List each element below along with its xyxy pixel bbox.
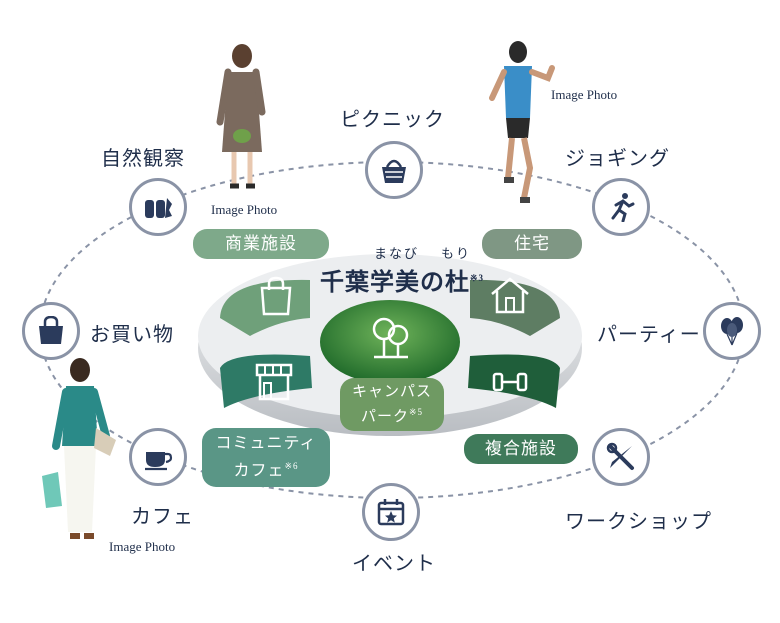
coffee-cup-icon	[145, 452, 173, 471]
tools-icon	[606, 442, 634, 470]
storefront-icon	[255, 363, 293, 401]
caption-girl: Image Photo	[211, 202, 278, 217]
pill-commercial: 商業施設	[193, 229, 329, 259]
trees-icon	[372, 317, 409, 359]
woman-photo	[42, 358, 116, 539]
event-circle	[362, 483, 420, 541]
pill-campus-park: キャンパス パーク※5	[340, 378, 444, 431]
center-title: 千葉学美の杜※3	[320, 270, 485, 296]
label-shopping: お買い物	[90, 324, 174, 346]
shopping-bag-icon	[39, 316, 63, 344]
shopping-circle	[22, 302, 80, 360]
jogging-circle	[592, 178, 650, 236]
runner-photo	[489, 41, 555, 203]
workshop-circle	[592, 428, 650, 486]
runner-icon	[611, 193, 635, 222]
picnic-circle	[365, 141, 423, 199]
label-event: イベント	[352, 553, 436, 575]
label-workshop: ワークショップ	[565, 511, 712, 533]
pill-complex: 複合施設	[464, 434, 578, 464]
label-jogging: ジョギング	[565, 148, 670, 170]
label-cafe: カフェ	[131, 506, 194, 528]
label-picnic: ピクニック	[340, 109, 445, 131]
nature-circle	[129, 178, 187, 236]
label-nature: 自然観察	[101, 148, 185, 170]
girl-photo	[216, 44, 266, 189]
house-icon	[491, 277, 529, 314]
calendar-star-icon	[377, 499, 405, 526]
dumbbell-icon	[492, 372, 528, 392]
ruby-manabi: まなび	[374, 246, 420, 261]
ruby-mori: もり	[441, 246, 472, 261]
picnic-basket-icon	[382, 159, 406, 183]
pill-community-cafe: コミュニティ カフェ※6	[202, 428, 330, 488]
caption-runner: Image Photo	[551, 87, 618, 102]
binoculars-icon	[145, 198, 172, 218]
balloons-icon	[721, 317, 743, 346]
cafe-circle	[129, 428, 187, 486]
pill-residence: 住宅	[482, 229, 582, 259]
shop-bag-icon	[260, 276, 292, 316]
party-circle	[703, 302, 761, 360]
label-party: パーティー	[597, 324, 701, 346]
caption-woman: Image Photo	[109, 539, 176, 554]
